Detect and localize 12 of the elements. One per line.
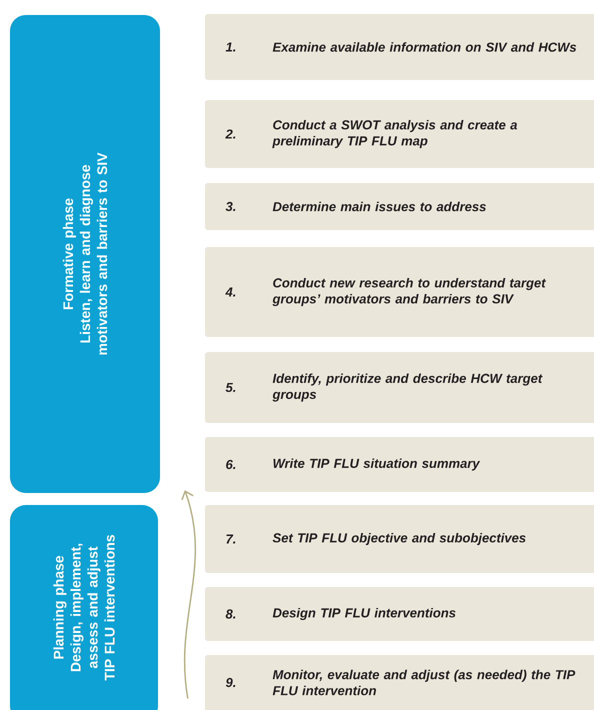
phase-box: Formative phase Listen, learn and diagnose motivators and barriers to SIV: [10, 15, 160, 493]
step-box: 1. Examine available information on SIV and HCWs: [205, 14, 594, 80]
step-box: 2. Conduct a SWOT analysis and create a preliminary TIP FLU map: [205, 100, 594, 168]
step-box: 5. Identify, prioritize and describe HCW target groups: [205, 352, 594, 423]
step-box: 6. Write TIP FLU situation summary: [205, 437, 594, 492]
step-box: 7. Set TIP FLU objective and subobjectives: [205, 505, 594, 573]
phase-box: Planning phase Design, implement, assess and adjust TIP FLU interventions: [10, 505, 158, 710]
step-box: 3. Determine main issues to address: [205, 183, 594, 230]
step-box: 9. Monitor, evaluate and adjust (as needed) the TIP FLU intervention: [205, 655, 594, 710]
curved-arrow: [181, 490, 196, 699]
step-box: 8. Design TIP FLU interventions: [205, 587, 594, 641]
step-box: 4. Conduct new research to understand target groups’ motivators and barriers to SIV: [205, 247, 594, 337]
